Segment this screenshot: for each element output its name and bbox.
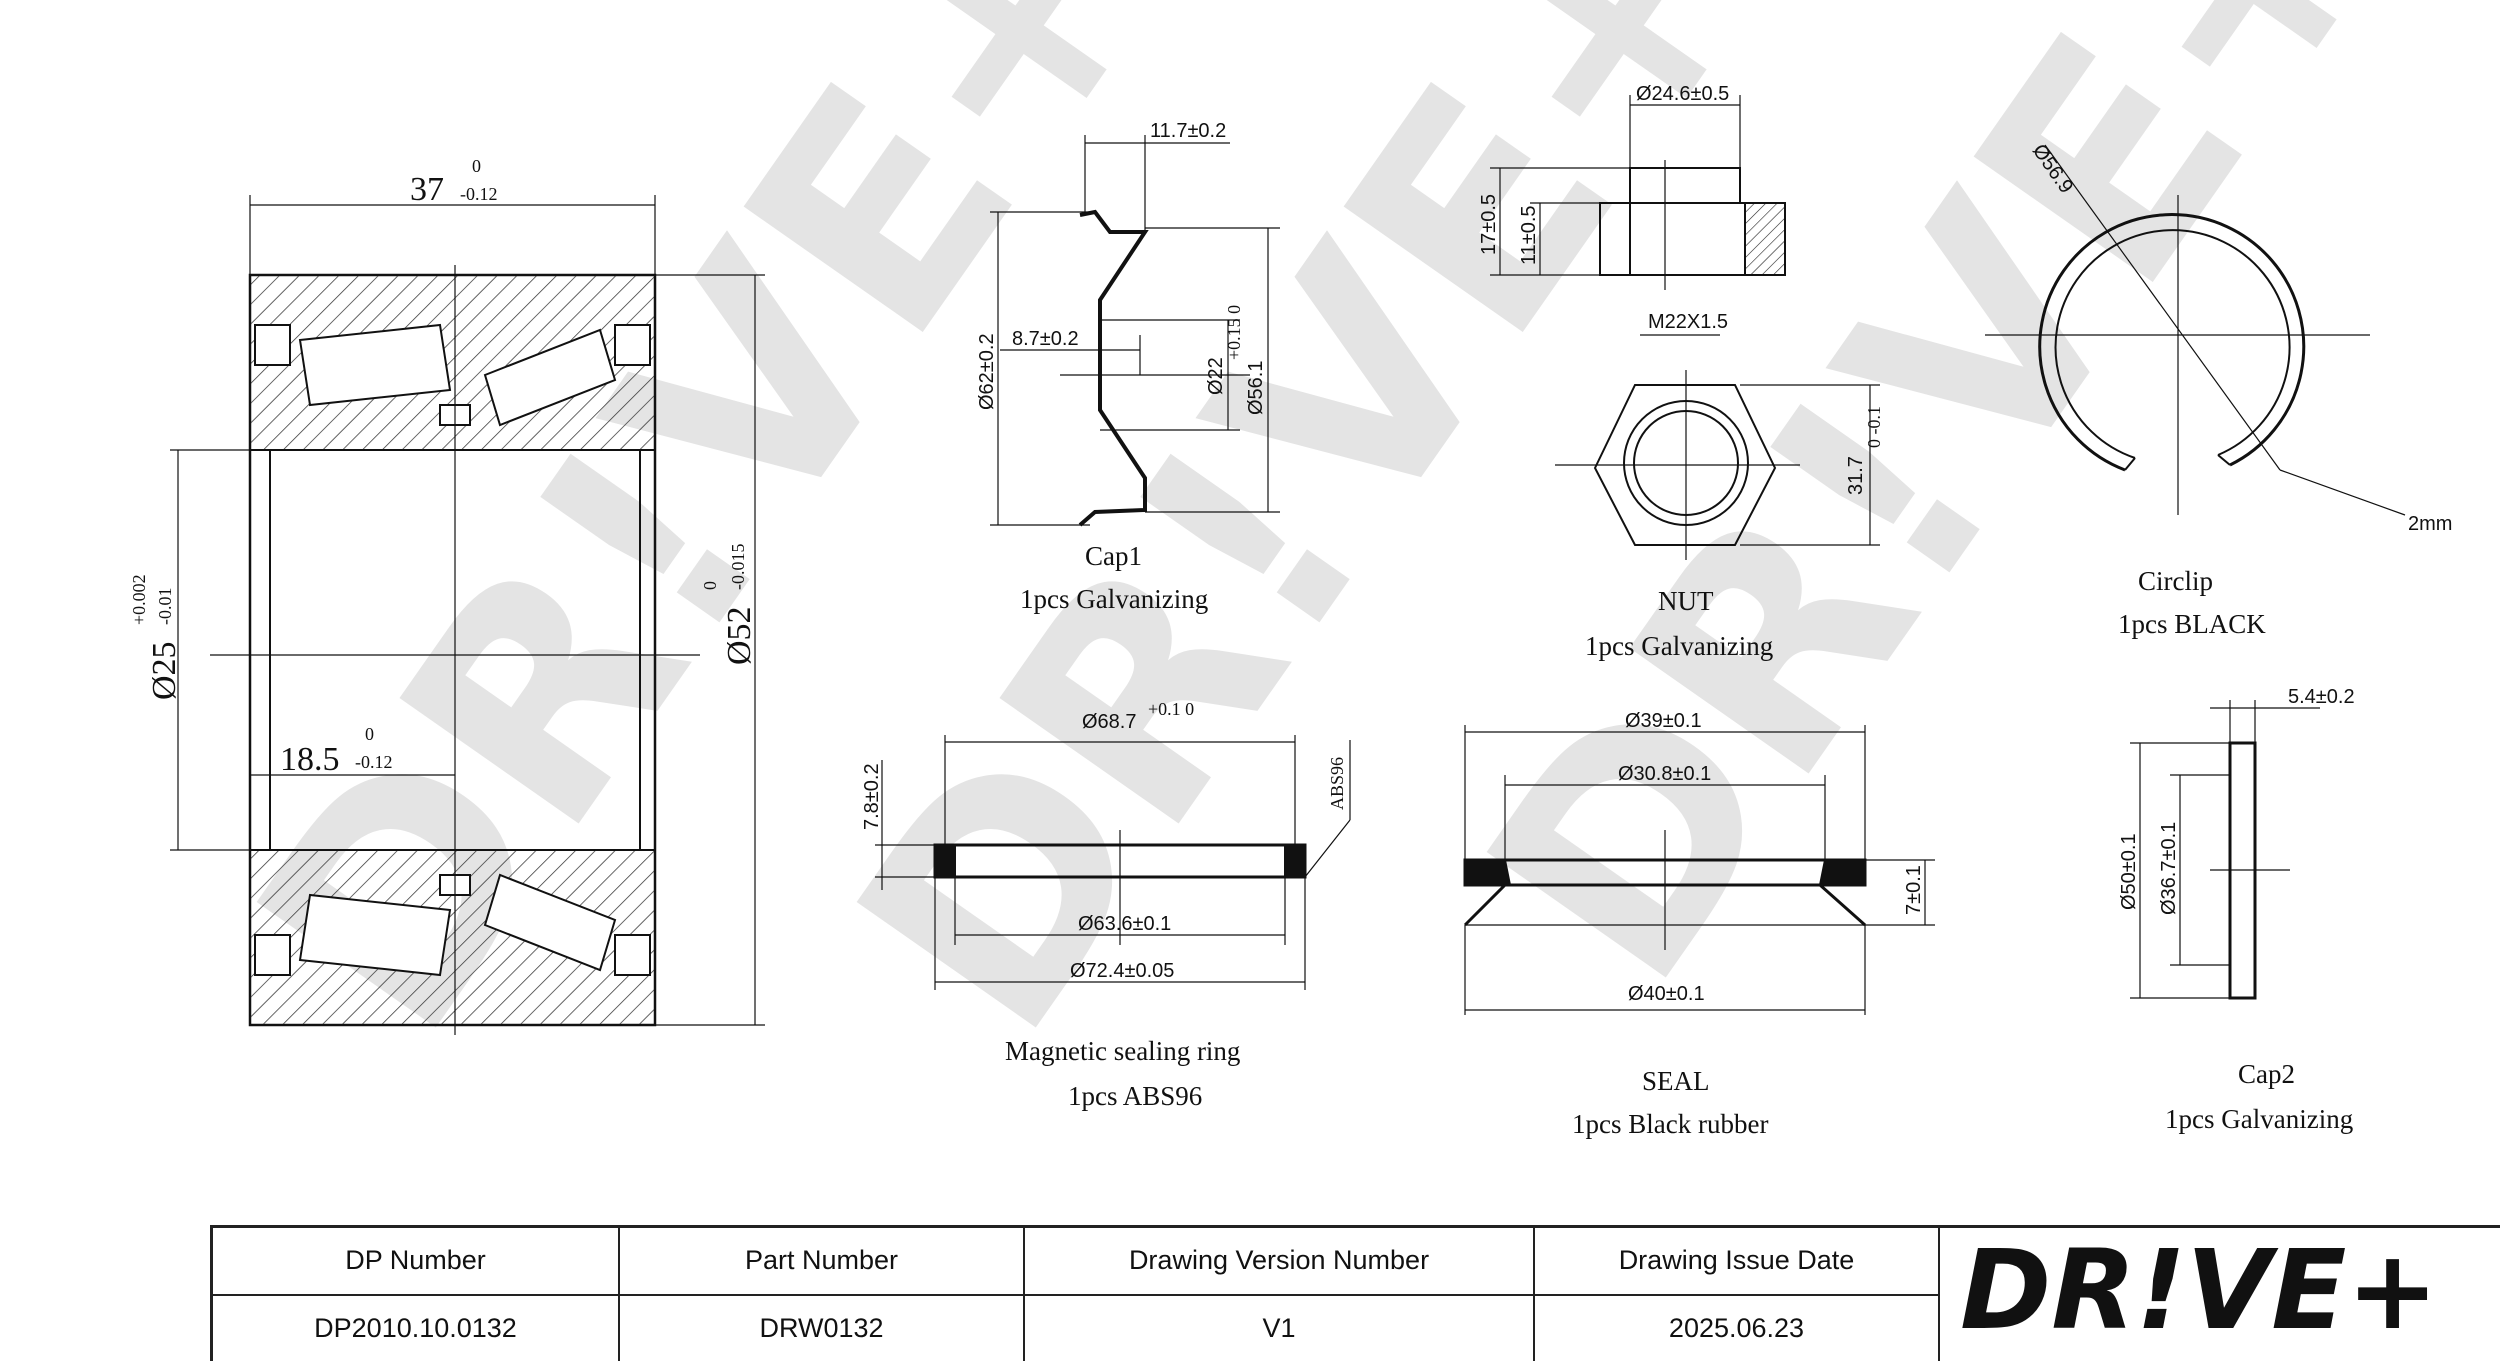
cap2-outer-dim: Ø50±0.1	[2118, 833, 2140, 910]
nut-height-dim: 17±0.5	[1478, 194, 1500, 255]
nut-hex-height-dim: 11±0.5	[1518, 205, 1540, 265]
nut-across-flats-dim: 31.7	[1845, 456, 1867, 495]
brand-logo: DR!VE+	[1940, 1228, 2500, 1361]
seal-name: SEAL	[1642, 1066, 1710, 1096]
magnetic-ring-description: 1pcs ABS96	[1068, 1081, 1202, 1111]
dp-number-column: DP Number DP2010.10.0132	[213, 1228, 620, 1361]
nut-thread-dim: M22X1.5	[1648, 311, 1728, 333]
cap1-width-dim: 11.7±0.2	[1150, 120, 1226, 142]
cap1-mid-tol: +0.15 0	[1224, 305, 1244, 360]
bearing-half-width-tol-upper: 0	[365, 724, 374, 744]
part-number-value: DRW0132	[759, 1312, 884, 1343]
cap1-description: 1pcs Galvanizing	[1020, 584, 1208, 614]
drawing-version-header: Drawing Version Number	[1025, 1228, 1533, 1296]
circlip-name: Circlip	[2138, 566, 2213, 596]
seal-drawing	[1463, 725, 1935, 1015]
circlip-drawing	[1985, 144, 2406, 516]
cap1-mid-dim: Ø56.1	[1245, 361, 1267, 415]
logo-text: DR!VE+	[1960, 1240, 2439, 1350]
magnetic-ring-outer-dim: Ø68.7	[1082, 711, 1136, 733]
dp-number-header: DP Number	[213, 1228, 618, 1296]
seal-height-dim: 7±0.1	[1903, 865, 1925, 915]
cap2-description: 1pcs Galvanizing	[2165, 1104, 2353, 1134]
cap2-name: Cap2	[2238, 1059, 2295, 1089]
bearing-half-width-tol-lower: -0.12	[355, 752, 393, 772]
bearing-labels: 37 0 -0.12 18.5 0 -0.12 Ø25 +0.002 -0.01…	[129, 156, 758, 778]
drawing-issue-date-header: Drawing Issue Date	[1535, 1228, 1938, 1296]
cap2-inner-dim: Ø36.7±0.1	[2158, 822, 2180, 915]
nut-description: 1pcs Galvanizing	[1585, 631, 1773, 661]
cap2-labels: 5.4±0.2 Ø50±0.1 Ø36.7±0.1 Cap2 1pcs Galv…	[2118, 686, 2355, 1134]
nut-name: NUT	[1658, 586, 1714, 616]
seal-bottom-dim: Ø40±0.1	[1628, 983, 1705, 1005]
circlip-description: 1pcs BLACK	[2118, 609, 2266, 639]
magnetic-ring-overall-dim: Ø72.4±0.05	[1070, 960, 1174, 982]
seal-inner-dim: Ø30.8±0.1	[1618, 763, 1711, 785]
dp-number-value: DP2010.10.0132	[314, 1312, 517, 1343]
bearing-outer-dim: Ø52	[721, 606, 758, 665]
magnetic-ring-drawing	[875, 735, 1351, 990]
bearing-outer-tol-lower: -0.015	[728, 544, 748, 591]
magnetic-ring-name: Magnetic sealing ring	[1005, 1036, 1240, 1066]
magnetic-ring-tag: ABS96	[1327, 757, 1347, 810]
nut-flange-dim: Ø24.6±0.5	[1636, 83, 1729, 105]
part-number-column: Part Number DRW0132	[620, 1228, 1025, 1361]
seal-top-dim: Ø39±0.1	[1625, 710, 1702, 732]
nut-across-flats-tol: 0 -0.1	[1864, 406, 1884, 448]
bearing-half-width-dim: 18.5	[280, 741, 340, 778]
magnetic-ring-height-dim: 7.8±0.2	[861, 763, 883, 830]
part-number-header: Part Number	[620, 1228, 1023, 1296]
magnetic-ring-labels: Ø68.7 +0.1 0 7.8±0.2 Ø63.6±0.1 Ø72.4±0.0…	[861, 699, 1347, 1111]
cap1-name: Cap1	[1085, 541, 1142, 571]
cap1-step-dim: 8.7±0.2	[1012, 328, 1079, 350]
cap2-width-dim: 5.4±0.2	[2288, 686, 2355, 708]
nut-drawing	[1490, 95, 1880, 560]
cap2-drawing	[2130, 700, 2320, 1000]
bearing-bore-dim: Ø25	[146, 641, 183, 700]
logo-mark: DR!VE+	[1960, 1240, 2439, 1350]
bearing-width-dim: 37	[410, 171, 444, 208]
drawing-issue-date-value: 2025.06.23	[1668, 1312, 1805, 1343]
bearing-outer-tol-upper: 0	[700, 581, 720, 590]
seal-labels: Ø39±0.1 Ø30.8±0.1 7±0.1 Ø40±0.1 SEAL 1pc…	[1572, 710, 1925, 1139]
magnetic-ring-inner-dim: Ø63.6±0.1	[1078, 913, 1171, 935]
nut-labels: Ø24.6±0.5 17±0.5 11±0.5 M22X1.5 31.7 0 -…	[1478, 83, 1884, 661]
drawing-issue-date-column: Drawing Issue Date 2025.06.23	[1535, 1228, 1940, 1361]
title-block: DP Number DP2010.10.0132 Part Number DRW…	[210, 1225, 2500, 1361]
seal-description: 1pcs Black rubber	[1572, 1109, 1768, 1139]
cap1-outer-dim: Ø62±0.2	[976, 333, 998, 410]
magnetic-ring-outer-tol: +0.1 0	[1148, 699, 1194, 719]
bearing-width-tol-lower: -0.12	[460, 184, 498, 204]
cap1-drawing	[990, 135, 1280, 527]
drawing-version-value: V1	[1262, 1312, 1296, 1343]
bearing-bore-tol-upper: +0.002	[129, 574, 149, 625]
bearing-bore-tol-lower: -0.01	[155, 588, 175, 626]
cap1-inner-dim: Ø22	[1205, 357, 1227, 395]
cap1-labels: 11.7±0.2 8.7±0.2 Ø62±0.2 Ø22 Ø56.1 +0.15…	[976, 120, 1267, 614]
bearing-width-tol-upper: 0	[472, 156, 481, 176]
drawing-version-column: Drawing Version Number V1	[1025, 1228, 1535, 1361]
bearing-section	[170, 195, 765, 1035]
circlip-thickness-dim: 2mm	[2408, 513, 2452, 535]
